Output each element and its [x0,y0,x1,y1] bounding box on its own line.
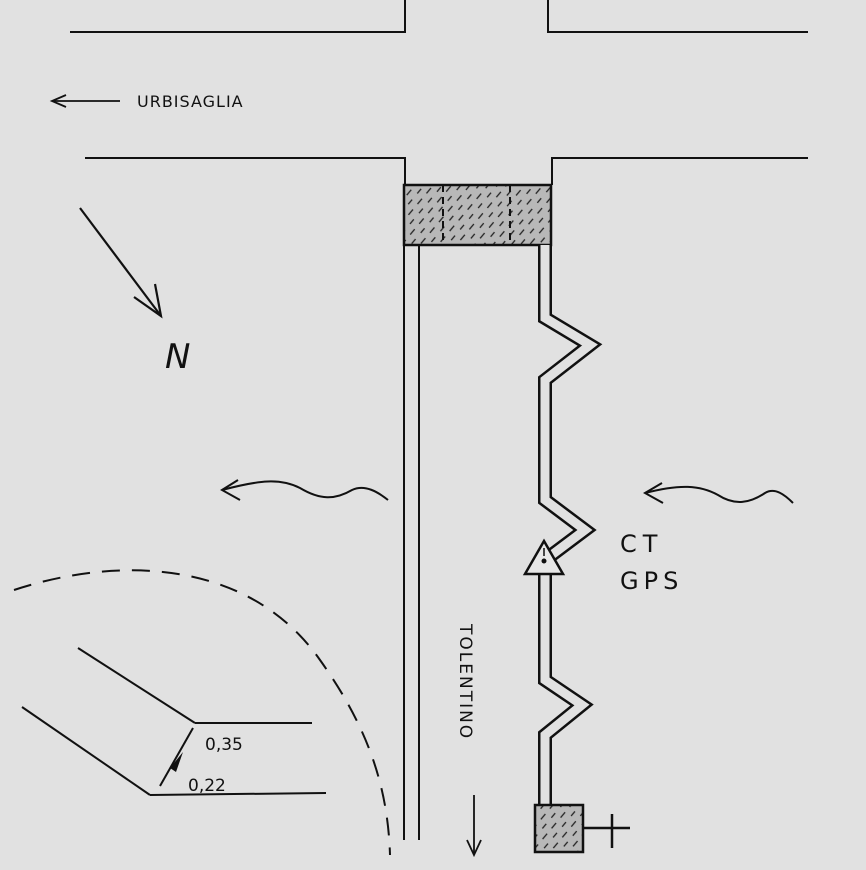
survey-triangle-icon [522,538,566,576]
tolentino-label: TOLENTINO [455,623,475,740]
urbisaglia-label: URBISAGLIA [137,92,244,111]
north-label: N [165,337,190,377]
dimension-arrow-icon [170,752,183,772]
channel-upper [538,245,603,566]
cross-road-top [70,0,808,33]
gps-label: GPS [620,567,683,595]
ct-label: CT [620,530,663,558]
dimension-label-b: 0,22 [188,776,226,796]
flow-arrow-icon [220,479,389,501]
channel-lower [538,575,594,806]
flow-arrow-right-icon [642,482,794,504]
urbisaglia-arrow-icon [49,94,120,108]
north-arrow-icon [79,207,163,319]
dimension-detail [21,647,327,796]
dashed-arc [13,569,391,856]
tolentino-arrow-icon [466,795,482,858]
base-block [533,803,630,854]
road-strip-left [403,245,420,840]
dimension-label-a: 0,35 [205,735,243,755]
cross-road-bottom [85,157,808,185]
bridge-block [402,183,553,247]
